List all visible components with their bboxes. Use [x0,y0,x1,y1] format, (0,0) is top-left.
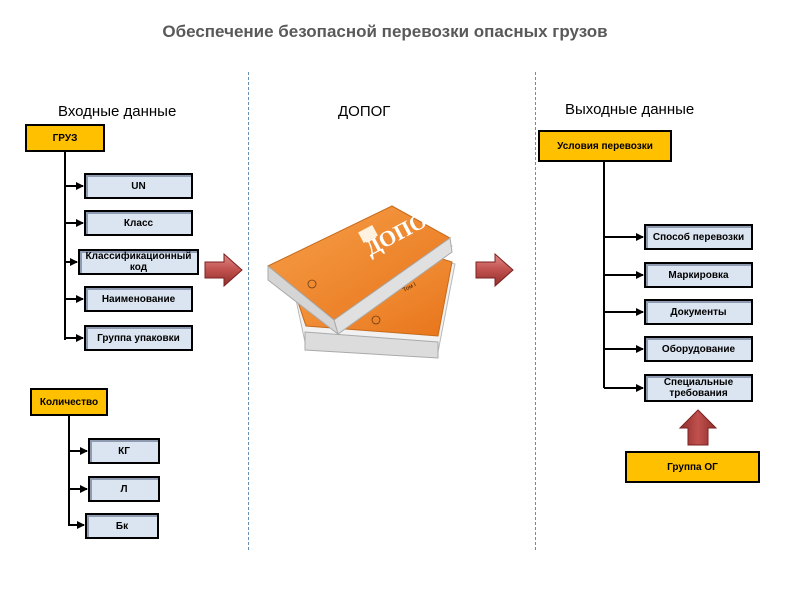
conditions-item-marking: Маркировка [644,262,753,288]
cargo-item-un: UN [84,173,193,199]
conditions-item-transport-mode: Способ перевозки [644,224,753,250]
conditions-item-equipment: Оборудование [644,336,753,362]
cargo-item-name: Наименование [84,286,193,312]
cargo-trunk-line [64,152,66,340]
quantity-branch-arrows [69,447,88,529]
heading-input: Входные данные [58,103,177,120]
cargo-box: ГРУЗ [25,124,105,152]
flow-arrow-input-to-adr [204,252,243,288]
flow-arrow-adr-to-output [475,252,514,288]
conditions-branch-arrows [604,233,644,392]
conditions-box: Условия перевозки [538,130,672,162]
quantity-item-kg: КГ [88,438,160,464]
separator-left [248,72,249,550]
heading-output: Выходные данные [565,101,695,118]
hazard-group-box: Группа ОГ [625,451,760,483]
quantity-item-l: Л [88,476,160,502]
diagram-title: Обеспечение безопасной перевозки опасных… [162,22,608,41]
quantity-trunk-line [68,416,70,526]
cargo-branch-arrows [65,182,84,342]
conditions-item-special-requirements: Специальные требования [644,374,753,402]
adr-book-illustration: ДОПОГ Том I [267,201,456,359]
quantity-item-bq: Бк [85,513,159,539]
cargo-item-class: Класс [84,210,193,236]
cargo-item-packing-group: Группа упаковки [84,325,193,351]
separator-right [535,72,536,550]
cargo-item-classification-code: Классификационный код [78,249,199,275]
conditions-item-documents: Документы [644,299,753,325]
quantity-box: Количество [30,388,108,416]
heading-adr: ДОПОГ [338,103,391,120]
flow-arrow-up [678,409,718,446]
